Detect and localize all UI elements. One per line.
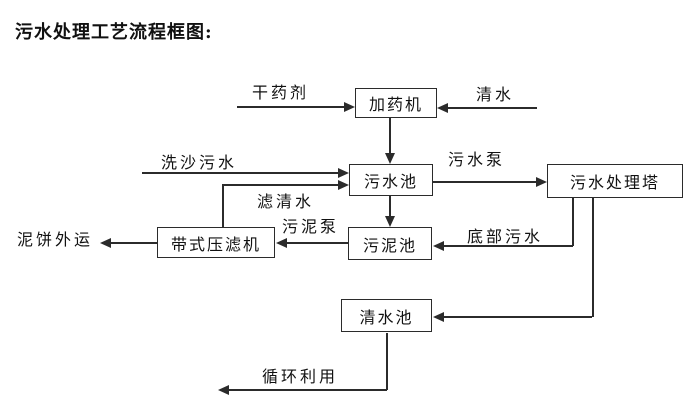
node-dosing-machine: 加药机 bbox=[355, 88, 437, 118]
edge-line-filtered-water bbox=[222, 184, 338, 186]
arrow-left-icon bbox=[100, 238, 111, 248]
edge-line-dry-agent bbox=[237, 106, 345, 108]
edge-label-bottom-sewage: 底部污水 bbox=[467, 227, 544, 246]
arrow-down-icon bbox=[385, 216, 395, 227]
edge-label-sand-washing: 洗沙污水 bbox=[161, 153, 238, 172]
edge-line-tower-to-clean-drop bbox=[592, 198, 594, 317]
arrow-down-icon bbox=[385, 153, 395, 164]
arrow-right-icon bbox=[338, 180, 349, 190]
edge-line-sand-washing bbox=[142, 172, 338, 174]
node-sewage-pool: 污水池 bbox=[349, 164, 433, 196]
arrow-right-icon bbox=[536, 177, 547, 187]
edge-label-dry-agent: 干药剂 bbox=[252, 83, 310, 102]
node-belt-filter-press: 带式压滤机 bbox=[157, 227, 275, 258]
arrow-right-icon bbox=[338, 168, 349, 178]
node-treatment-tower: 污水处理塔 bbox=[547, 164, 683, 198]
arrow-left-icon bbox=[433, 241, 444, 251]
edge-line-sludge-pump bbox=[287, 242, 348, 244]
edge-label-clean-water: 清水 bbox=[476, 85, 515, 104]
edge-line-clean-water bbox=[448, 107, 537, 109]
edge-line-sewage-to-sludge bbox=[389, 196, 391, 216]
page-title: 污水处理工艺流程框图: bbox=[15, 22, 213, 43]
edge-label-recycling: 循环利用 bbox=[262, 367, 339, 386]
edge-line-recycling bbox=[229, 389, 387, 391]
node-sludge-pool: 污泥池 bbox=[348, 227, 432, 260]
arrow-left-icon bbox=[218, 385, 229, 395]
edge-line-sewage-pump bbox=[433, 181, 536, 183]
node-clean-water-pool: 清水池 bbox=[341, 299, 432, 332]
edge-label-sludge-pump: 污泥泵 bbox=[282, 217, 340, 236]
arrow-right-icon bbox=[344, 102, 355, 112]
edge-line-dosing-to-sewage bbox=[389, 118, 391, 153]
edge-label-sewage-pump: 污水泵 bbox=[448, 150, 506, 169]
edge-line-filtered-water-riser bbox=[222, 186, 224, 227]
edge-line-mud-cake bbox=[111, 242, 157, 244]
arrow-left-icon bbox=[433, 312, 444, 322]
edge-line-recycling-drop bbox=[386, 333, 388, 390]
edge-label-mud-cake-out: 泥饼外运 bbox=[17, 230, 94, 249]
arrow-left-icon bbox=[276, 238, 287, 248]
edge-line-tower-to-clean bbox=[444, 316, 592, 318]
arrow-left-icon bbox=[437, 103, 448, 113]
edge-label-filtered-water: 滤清水 bbox=[257, 192, 315, 211]
edge-line-bottom-sewage bbox=[444, 245, 573, 247]
edge-line-bottom-sewage-drop bbox=[572, 198, 574, 246]
